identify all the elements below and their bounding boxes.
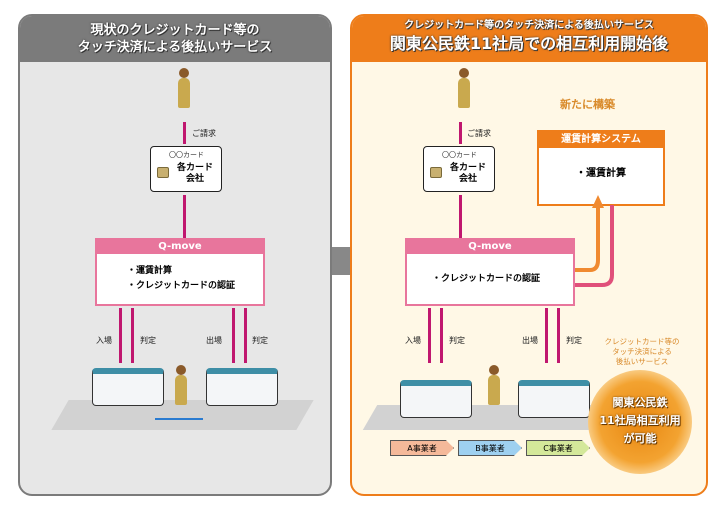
traveler-icon [488, 365, 500, 405]
operator-a-arrow: A事業者 [390, 440, 454, 456]
qmove-title: Q-move [407, 240, 573, 254]
judge-arrow [244, 308, 247, 363]
exit-label: 出場 [206, 336, 222, 345]
entry-gate [92, 368, 164, 406]
fare-system-box: 運賃計算システム ・運賃計算 [537, 130, 665, 206]
after-service-header: クレジットカード等のタッチ決済による後払いサービス 関東公民鉄11社局での相互利… [352, 16, 706, 62]
qmove-title: Q-move [97, 240, 263, 254]
card-label: 〇〇カード [442, 151, 477, 159]
exit-arrow [545, 308, 548, 363]
exit-arrow [232, 308, 235, 363]
exit-gate [206, 368, 278, 406]
operator-b-arrow: B事業者 [458, 440, 522, 456]
card-company-name: 各カード会社 [177, 163, 214, 184]
qmove-item: ・運賃計算 [127, 266, 173, 276]
card-company-name: 各カード会社 [450, 163, 487, 184]
qmove-box: Q-move ・運賃計算 ・クレジットカードの認証 [95, 238, 265, 306]
qmove-item: ・クレジットカードの認証 [432, 274, 541, 284]
judge-label: 判定 [140, 336, 156, 345]
billing-label: ご請求 [467, 129, 491, 138]
qmove-to-card-arrow [459, 195, 462, 238]
traveler-icon [178, 68, 190, 108]
header-subtitle: クレジットカード等のタッチ決済による後払いサービス [404, 20, 654, 31]
exit-gate [518, 380, 590, 418]
current-service-header: 現状のクレジットカード等の タッチ決済による後払いサービス [20, 16, 330, 62]
billing-label: ご請求 [192, 129, 216, 138]
judge-arrow [131, 308, 134, 363]
qmove-box: Q-move ・クレジットカードの認証 [405, 238, 575, 306]
card-chip-icon [430, 167, 442, 178]
entry-label: 入場 [96, 336, 112, 345]
card-label: 〇〇カード [169, 151, 204, 159]
qmove-item: ・クレジットカードの認証 [127, 281, 236, 291]
operator-c-arrow: C事業者 [526, 440, 590, 456]
header-line2: タッチ決済による後払いサービス [77, 40, 273, 55]
exit-label: 出場 [522, 336, 538, 345]
card-company-box: 〇〇カード 各カード会社 [423, 146, 495, 192]
billing-arrow [459, 122, 462, 144]
fare-system-item: ・運賃計算 [576, 168, 626, 179]
billing-arrow [183, 122, 186, 144]
judge-label: 判定 [566, 336, 582, 345]
entry-gate [400, 380, 472, 418]
entry-label: 入場 [405, 336, 421, 345]
judge-label: 判定 [449, 336, 465, 345]
walk-direction-arrow [155, 418, 203, 420]
traveler-icon [458, 68, 470, 108]
header-line1: 現状のクレジットカード等の [90, 23, 260, 38]
callout-text: クレジットカード等のタッチ決済による後払いサービス [604, 337, 680, 366]
traveler-icon [175, 365, 187, 405]
judge-arrow [557, 308, 560, 363]
new-build-label: 新たに構築 [560, 98, 615, 111]
card-company-box: 〇〇カード 各カード会社 [150, 146, 222, 192]
card-chip-icon [157, 167, 169, 178]
header-title: 関東公民鉄11社局での相互利用開始後 [389, 34, 669, 53]
fare-system-title: 運賃計算システム [539, 132, 663, 148]
judge-label: 判定 [252, 336, 268, 345]
entry-arrow [119, 308, 122, 363]
entry-arrow [428, 308, 431, 363]
judge-arrow [440, 308, 443, 363]
qmove-to-card-arrow [183, 195, 186, 238]
